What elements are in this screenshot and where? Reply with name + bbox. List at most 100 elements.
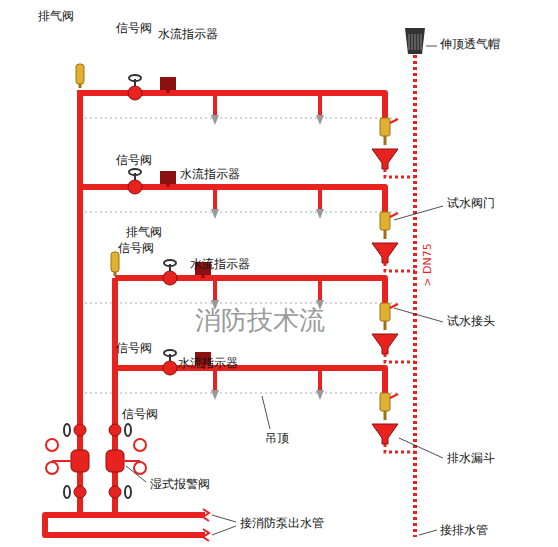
sprinkler-drop bbox=[213, 187, 217, 209]
vent-slot bbox=[418, 34, 419, 50]
vent-slot bbox=[415, 34, 416, 50]
leader-line bbox=[262, 396, 270, 429]
vent-slot bbox=[412, 34, 413, 50]
signal-valve bbox=[128, 86, 142, 100]
funnel-drain-line bbox=[385, 263, 415, 271]
valve-handle bbox=[390, 394, 398, 398]
indicator-neck bbox=[167, 90, 170, 93]
sprinkler-drop bbox=[213, 93, 217, 115]
ceiling-line bbox=[80, 118, 400, 119]
leader-line bbox=[394, 206, 443, 220]
break-mark bbox=[203, 509, 209, 521]
test-nozzle bbox=[384, 411, 387, 420]
test-nozzle bbox=[384, 136, 387, 145]
part-label: 信号阀 bbox=[116, 342, 152, 355]
flow-indicator bbox=[160, 77, 176, 90]
part-label: 水流指示器 bbox=[178, 357, 238, 370]
sprinkler-drop bbox=[318, 368, 322, 390]
handwheel bbox=[64, 424, 70, 436]
signal-valve bbox=[109, 424, 121, 436]
branch-pipe bbox=[80, 93, 385, 118]
pressure-gauge bbox=[134, 439, 146, 451]
handwheel bbox=[129, 169, 141, 175]
part-label: 信号阀 bbox=[116, 22, 152, 35]
second-riser bbox=[112, 278, 118, 518]
sprinkler-head bbox=[211, 209, 219, 219]
gauge-pipe bbox=[52, 460, 80, 462]
leader-line bbox=[426, 46, 437, 47]
drain-funnel bbox=[372, 424, 398, 444]
drain-funnel bbox=[372, 243, 398, 263]
ceiling-line bbox=[80, 303, 400, 304]
valve-handle bbox=[390, 213, 398, 217]
part-label: 水流指示器 bbox=[158, 28, 218, 41]
sprinkler-drop bbox=[318, 187, 322, 209]
part-label: 水流指示器 bbox=[180, 168, 240, 181]
funnel-drain-line bbox=[385, 354, 415, 362]
part-label: 排气阀 bbox=[126, 226, 162, 239]
part-label: 信号阀 bbox=[116, 154, 152, 167]
part-label: 接排水管 bbox=[440, 524, 488, 537]
sprinkler-drop bbox=[318, 93, 322, 115]
vent-slot bbox=[409, 34, 410, 50]
indicator-neck bbox=[202, 275, 205, 278]
branch-pipe bbox=[115, 278, 385, 303]
part-label: 信号阀 bbox=[118, 242, 154, 255]
leader-line bbox=[399, 438, 443, 458]
handwheel bbox=[64, 486, 70, 498]
test-nozzle bbox=[384, 230, 387, 239]
leader-line bbox=[212, 515, 236, 522]
sprinkler-head bbox=[316, 115, 324, 125]
flow-indicator bbox=[160, 171, 176, 184]
pipe-size: > DN75 bbox=[422, 243, 434, 286]
part-label: 伸顶透气帽 bbox=[440, 38, 500, 51]
valve-handle bbox=[390, 304, 398, 308]
sprinkler-head bbox=[316, 390, 324, 400]
ceiling-line bbox=[80, 212, 400, 213]
watermark: 消防技术流 bbox=[195, 306, 325, 335]
pressure-gauge bbox=[46, 462, 58, 474]
part-label: 水流指示器 bbox=[190, 258, 250, 271]
sprinkler-drop bbox=[213, 368, 217, 390]
part-label: 湿式报警阀 bbox=[150, 478, 210, 491]
handwheel bbox=[129, 75, 141, 81]
drain-funnel bbox=[372, 149, 398, 169]
signal-valve bbox=[74, 424, 86, 436]
leader-line bbox=[212, 526, 236, 535]
pressure-gauge bbox=[46, 439, 58, 451]
test-valve bbox=[380, 212, 390, 230]
supply-pipe bbox=[45, 515, 205, 535]
vent-cap bbox=[405, 28, 425, 54]
drain-pipe bbox=[413, 55, 417, 537]
valve-handle bbox=[390, 119, 398, 123]
branch-pipe bbox=[115, 368, 385, 393]
signal-valve bbox=[163, 361, 177, 375]
exhaust-stem bbox=[79, 84, 82, 88]
vent-slot bbox=[421, 34, 422, 50]
sprinkler-head bbox=[211, 115, 219, 125]
signal-valve bbox=[128, 180, 142, 194]
leader-line bbox=[126, 466, 146, 482]
part-label: 试水接头 bbox=[447, 315, 495, 328]
gauge-pipe bbox=[115, 460, 140, 462]
funnel-drain-line bbox=[385, 444, 415, 452]
handwheel bbox=[125, 424, 131, 436]
test-valve bbox=[380, 303, 390, 321]
exhaust-valve bbox=[76, 64, 84, 84]
part-label: 试水阀门 bbox=[447, 197, 495, 210]
part-label: 吊顶 bbox=[265, 432, 289, 445]
signal-valve bbox=[109, 486, 121, 498]
test-valve bbox=[380, 118, 390, 136]
part-label: 排气阀 bbox=[38, 10, 74, 23]
signal-valve bbox=[74, 486, 86, 498]
sprinkler-head bbox=[316, 209, 324, 219]
sprinkler-drop bbox=[318, 278, 322, 300]
drain-funnel bbox=[372, 334, 398, 354]
sprinkler-head bbox=[211, 390, 219, 400]
exhaust-valve bbox=[111, 252, 119, 272]
leader-line bbox=[394, 308, 443, 322]
exhaust-stem bbox=[114, 272, 117, 276]
indicator-neck bbox=[167, 184, 170, 187]
handwheel bbox=[164, 260, 176, 266]
